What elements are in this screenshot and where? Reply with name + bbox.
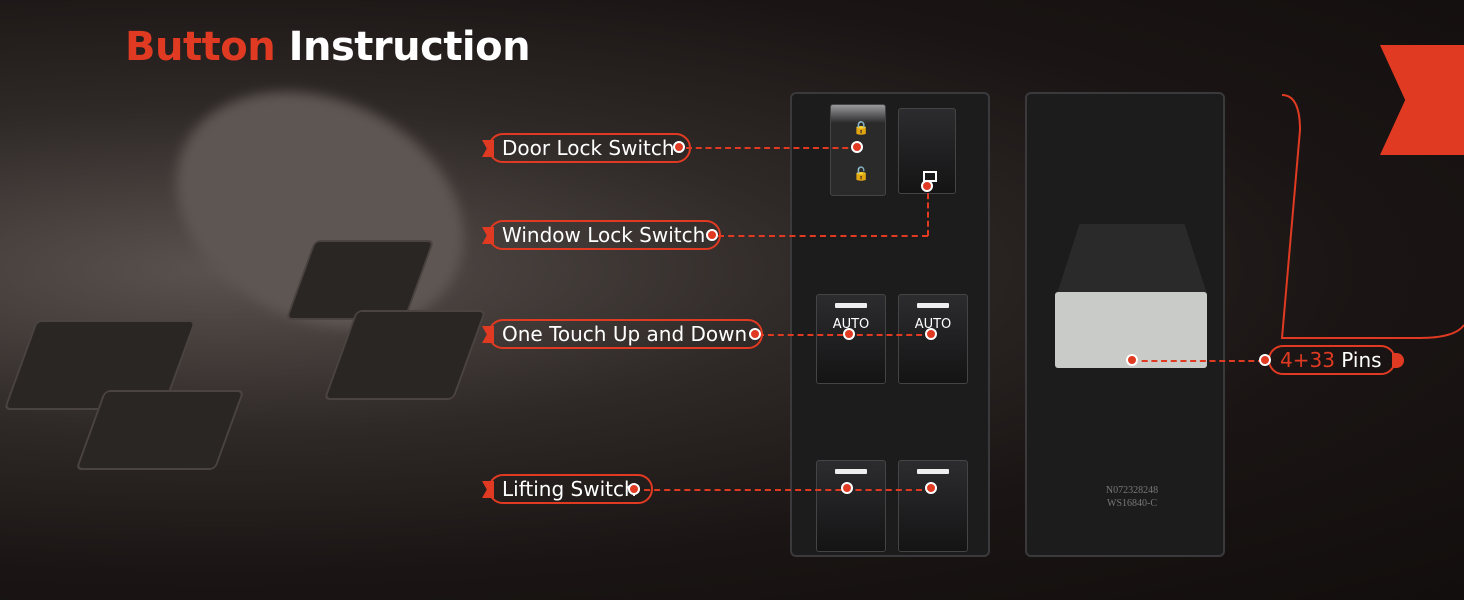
pins-line [1132,360,1264,362]
switch-bar [835,303,867,308]
switch-bar [835,469,867,474]
window-lock-button[interactable] [898,108,956,194]
auto-label: AUTO [832,317,870,332]
door-lock-line [686,147,858,149]
window-lock-line [718,235,928,237]
pins-pill-dot [1259,354,1271,366]
window-lock-line-vertical [927,184,929,236]
door-lock-label: Door Lock Switch [502,136,675,160]
switch-bar [917,469,949,474]
lifting-dot-right [925,482,937,494]
window-lock-dot [921,180,933,192]
door-lock-callout: Door Lock Switch [482,133,691,163]
switch-bar [917,303,949,308]
background-photo [0,46,760,520]
lifting-pill-dot [628,483,640,495]
door-lock-dot [851,141,863,153]
callout-flag [482,140,494,157]
lifting-callout: Lifting Switch [482,474,653,504]
one-touch-dot-right [925,328,937,340]
title-rest: Instruction [288,24,531,70]
connector-housing [1057,224,1207,294]
lifting-dot-left [841,482,853,494]
lock-icon: 🔒 [853,121,870,136]
window-lock-label: Window Lock Switch [502,223,706,247]
part-number-line2: WS16840-C [1107,498,1157,509]
decorative-curve [1280,94,1464,339]
pins-dot [1126,354,1138,366]
callout-flag [482,227,494,244]
window-lock-pill-dot [706,229,718,241]
pins-label: Pins [1341,348,1382,372]
pins-count: 4+33 [1280,348,1335,372]
one-touch-pill-dot [749,328,761,340]
title-accent: Button [125,24,276,70]
part-number-line1: N072328248 [1105,485,1159,496]
lifting-label: Lifting Switch [502,477,637,501]
one-touch-label: One Touch Up and Down [502,322,748,346]
one-touch-callout: One Touch Up and Down [482,319,764,349]
one-touch-dot-left [843,328,855,340]
callout-flag [482,481,494,498]
unlock-icon: 🔓 [853,167,870,182]
rear-right-switch[interactable] [898,460,968,552]
door-lock-pill-dot [673,141,685,153]
bg-switch [75,390,245,470]
part-number: N072328248 WS16840-C [1087,484,1177,510]
lifting-line [634,489,932,491]
pins-flag [1391,353,1404,368]
callout-flag [482,326,494,343]
pins-callout: 4+33 Pins [1268,345,1404,375]
switch-panel-back: N072328248 WS16840-C [1025,92,1225,557]
switch-panel-front: 🔒 🔓 AUTO AUTO [790,92,990,557]
window-lock-callout: Window Lock Switch [482,220,722,250]
rear-left-switch[interactable] [816,460,886,552]
auto-label: AUTO [914,317,952,332]
page-title: Button Instruction [125,24,531,70]
